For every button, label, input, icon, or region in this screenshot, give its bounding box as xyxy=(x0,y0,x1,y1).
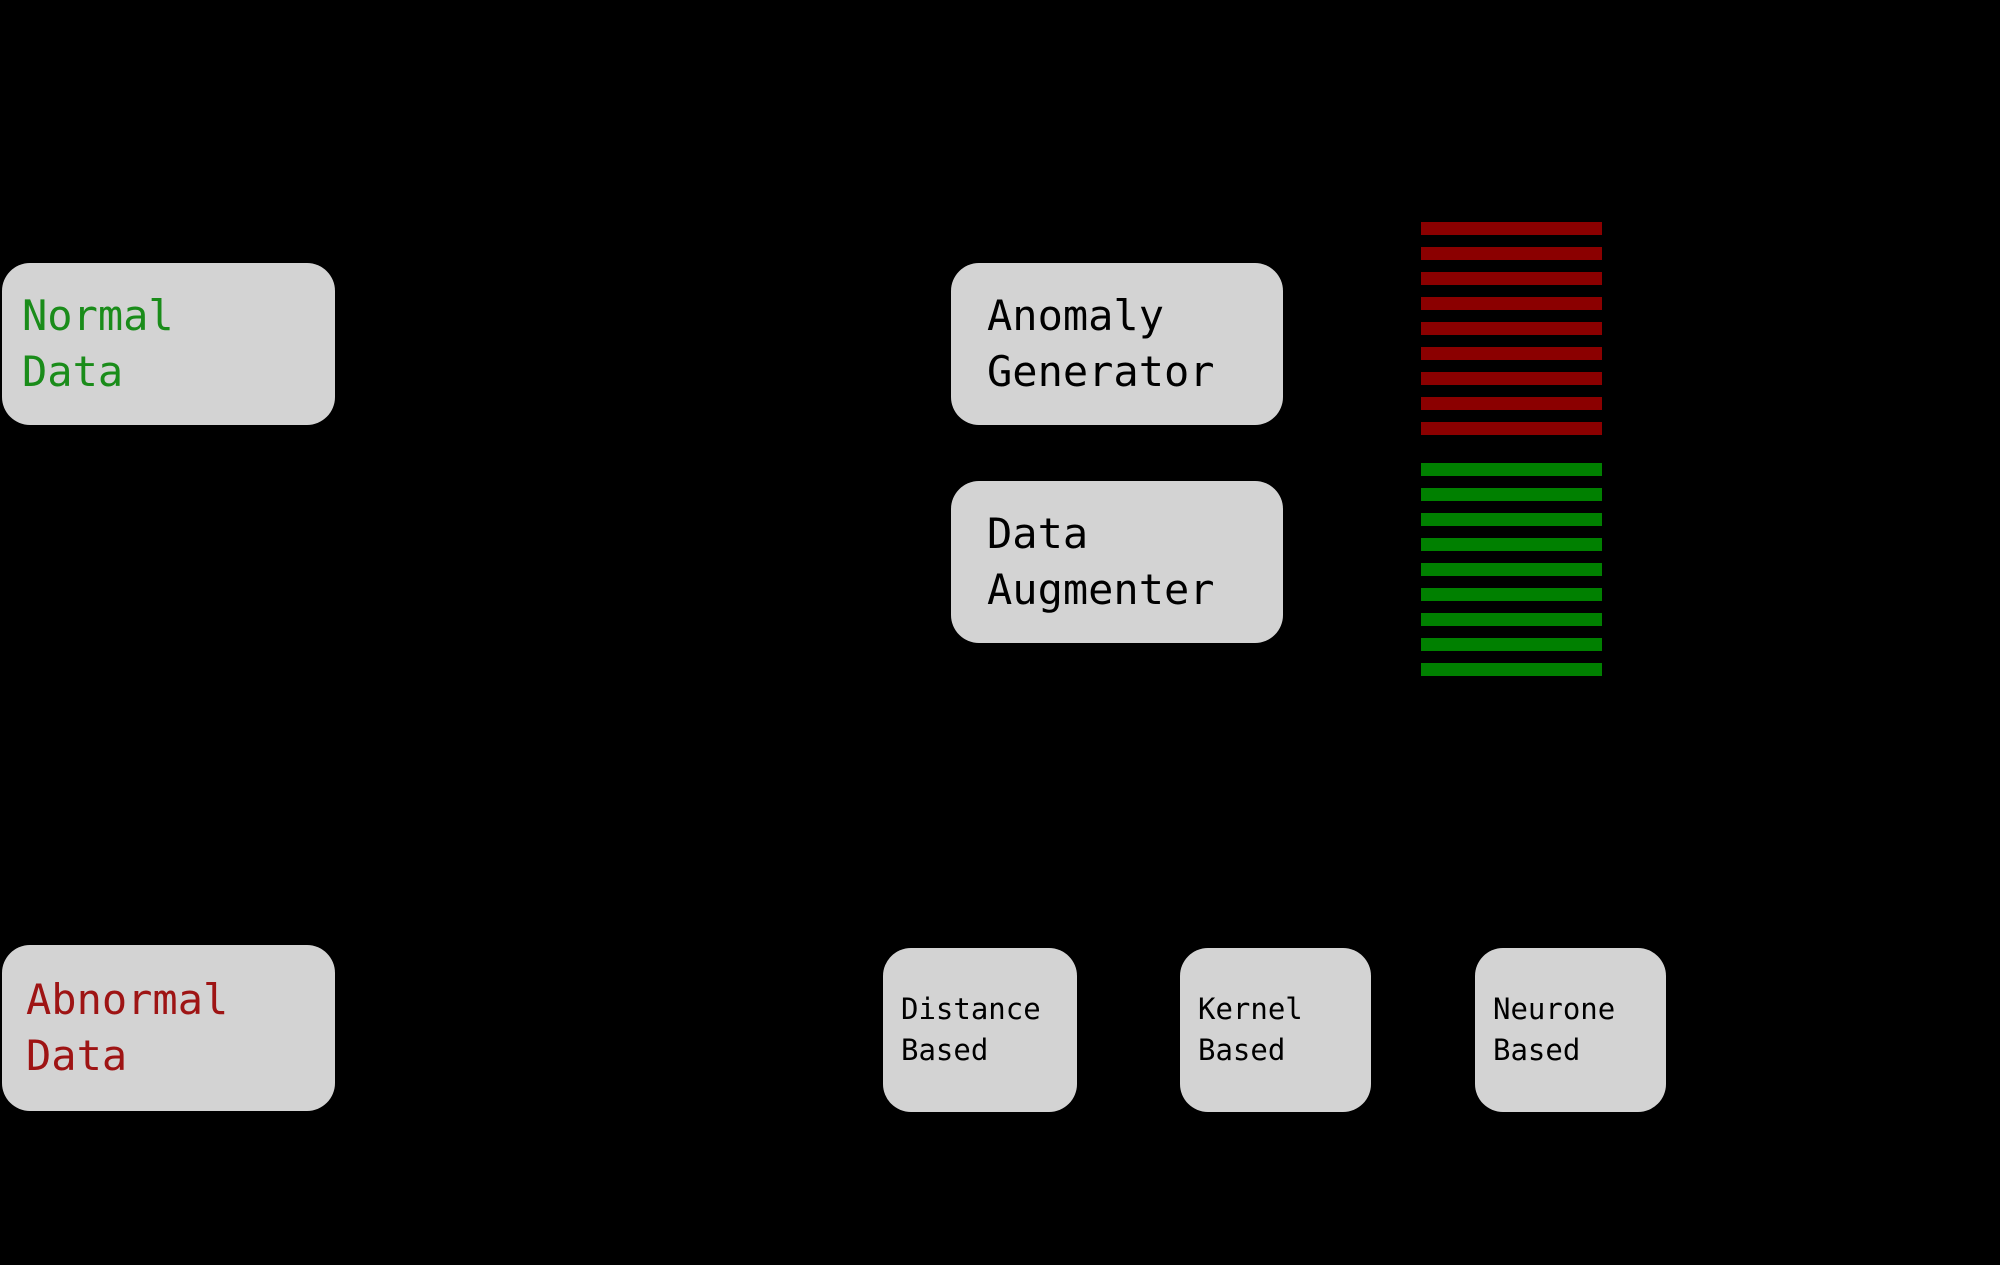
stripe-row xyxy=(1421,513,1602,526)
data-augmenter-label-line1: Data xyxy=(987,509,1089,558)
stripe-row xyxy=(1421,538,1602,551)
stripe-row xyxy=(1421,397,1602,410)
neurone-based-box: Neurone Based xyxy=(1475,948,1666,1112)
stripe-row xyxy=(1421,613,1602,626)
abnormal-data-box: Abnormal Data xyxy=(2,945,335,1111)
distance-based-label-line2: Based xyxy=(901,1033,989,1067)
stripe-row xyxy=(1421,272,1602,285)
distance-based-label-line1: Distance xyxy=(901,992,1041,1026)
abnormal-data-stripes xyxy=(1421,222,1602,435)
anomaly-generator-label-line1: Anomaly xyxy=(987,291,1165,340)
kernel-based-box: Kernel Based xyxy=(1180,948,1371,1112)
kernel-based-label-line2: Based xyxy=(1198,1033,1286,1067)
stripe-row xyxy=(1421,372,1602,385)
anomaly-generator-box: Anomaly Generator xyxy=(951,263,1283,425)
abnormal-data-label-line1: Abnormal xyxy=(26,975,229,1024)
stripe-row xyxy=(1421,222,1602,235)
stripe-row xyxy=(1421,488,1602,501)
neurone-based-label-line1: Neurone xyxy=(1493,992,1616,1026)
anomaly-generator-label-line2: Generator xyxy=(987,347,1215,396)
stripe-row xyxy=(1421,588,1602,601)
stripe-row xyxy=(1421,322,1602,335)
normal-data-label-line2: Data xyxy=(22,347,124,396)
stripe-row xyxy=(1421,638,1602,651)
abnormal-data-label-line2: Data xyxy=(26,1031,128,1080)
data-augmenter-label-line2: Augmenter xyxy=(987,565,1215,614)
kernel-based-label-line1: Kernel xyxy=(1198,992,1303,1026)
stripe-row xyxy=(1421,297,1602,310)
stripe-row xyxy=(1421,347,1602,360)
distance-based-box: Distance Based xyxy=(883,948,1077,1112)
stripe-row xyxy=(1421,563,1602,576)
stripe-row xyxy=(1421,247,1602,260)
data-augmenter-box: Data Augmenter xyxy=(951,481,1283,643)
normal-data-box: Normal Data xyxy=(2,263,335,425)
stripe-row xyxy=(1421,663,1602,676)
normal-data-stripes xyxy=(1421,463,1602,676)
stripe-row xyxy=(1421,422,1602,435)
neurone-based-label-line2: Based xyxy=(1493,1033,1581,1067)
stripe-row xyxy=(1421,463,1602,476)
normal-data-label-line1: Normal xyxy=(22,291,174,340)
